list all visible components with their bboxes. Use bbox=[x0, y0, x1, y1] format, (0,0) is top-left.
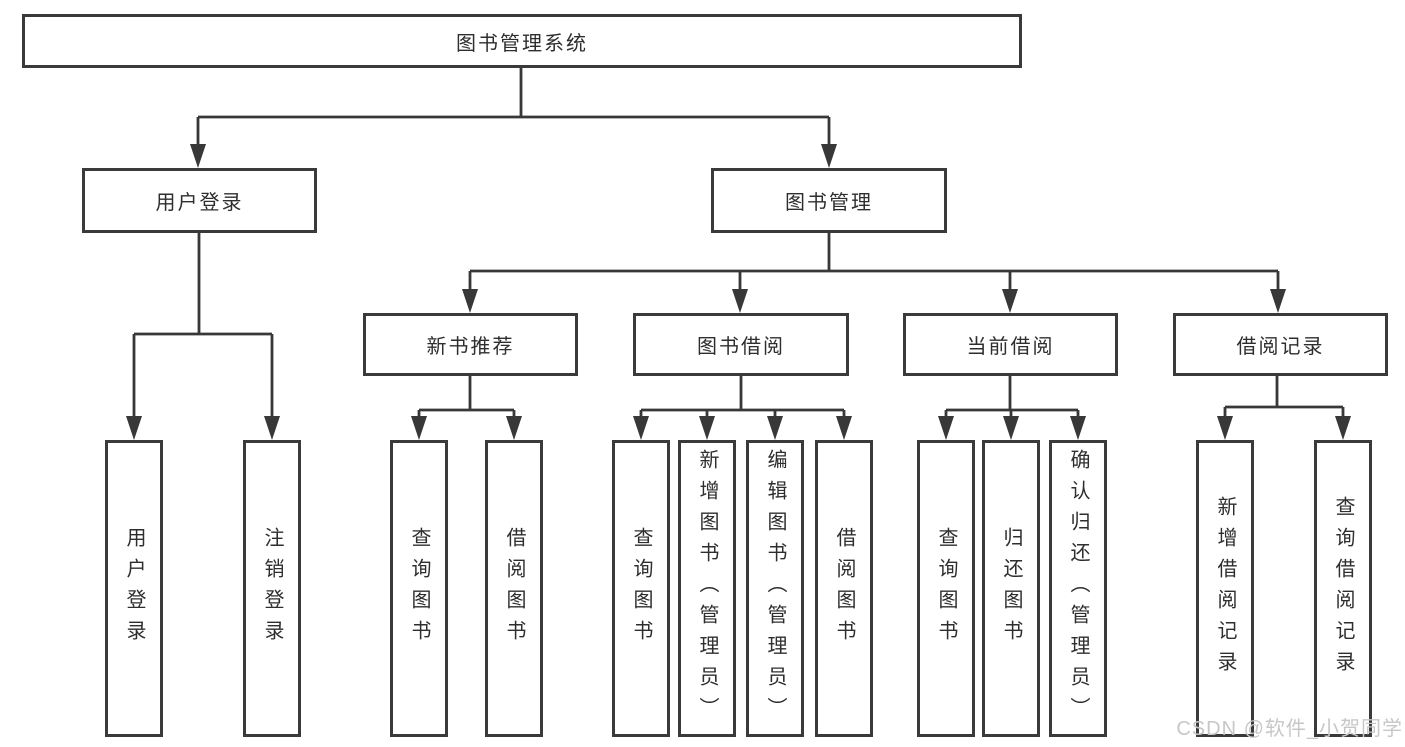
node-label: 图书管理 bbox=[785, 192, 873, 214]
node-current-borrow: 当前借阅 bbox=[903, 313, 1118, 376]
leaf-add-borrow-record: 新增借阅记录 bbox=[1196, 440, 1254, 737]
leaf-query-books-borrow: 查询图书 bbox=[612, 440, 670, 737]
leaf-label: 编辑图书（管理员） bbox=[764, 449, 786, 728]
node-root: 图书管理系统 bbox=[22, 14, 1022, 68]
arrowhead-icons bbox=[126, 144, 1351, 440]
node-user-login: 用户登录 bbox=[82, 168, 317, 233]
node-borrow-records: 借阅记录 bbox=[1173, 313, 1388, 376]
node-label: 图书借阅 bbox=[697, 336, 785, 358]
leaf-label: 归还图书 bbox=[1000, 526, 1022, 651]
node-label: 图书管理系统 bbox=[456, 32, 588, 55]
leaf-query-books-current: 查询图书 bbox=[917, 440, 975, 737]
node-book-management: 图书管理 bbox=[711, 168, 947, 233]
leaf-label: 确认归还（管理员） bbox=[1067, 449, 1089, 728]
leaf-label: 查询借阅记录 bbox=[1332, 495, 1354, 682]
leaf-label: 注销登录 bbox=[261, 526, 283, 651]
leaf-label: 查询图书 bbox=[630, 526, 652, 651]
leaf-logout: 注销登录 bbox=[243, 440, 301, 737]
leaf-query-borrow-record: 查询借阅记录 bbox=[1314, 440, 1372, 737]
leaf-borrow-books-recommend: 借阅图书 bbox=[485, 440, 543, 737]
leaf-borrow-books: 借阅图书 bbox=[815, 440, 873, 737]
csdn-watermark: CSDN @软件_小贺同学 bbox=[1176, 718, 1403, 740]
leaf-label: 新增图书（管理员） bbox=[696, 449, 718, 728]
node-book-borrow: 图书借阅 bbox=[633, 313, 849, 376]
connector-path bbox=[132, 68, 1345, 419]
leaf-edit-book-admin: 编辑图书（管理员） bbox=[746, 440, 804, 737]
leaf-confirm-return-admin: 确认归还（管理员） bbox=[1049, 440, 1107, 737]
node-label: 新书推荐 bbox=[426, 336, 515, 358]
leaf-query-books-recommend: 查询图书 bbox=[390, 440, 448, 737]
node-label: 借阅记录 bbox=[1236, 336, 1325, 358]
node-new-book-recommend: 新书推荐 bbox=[363, 313, 578, 376]
leaf-label: 查询图书 bbox=[408, 526, 430, 651]
leaf-add-book-admin: 新增图书（管理员） bbox=[678, 440, 736, 737]
node-label: 用户登录 bbox=[155, 192, 244, 214]
node-label: 当前借阅 bbox=[966, 336, 1055, 358]
leaf-label: 借阅图书 bbox=[833, 526, 855, 651]
leaf-label: 查询图书 bbox=[935, 526, 957, 651]
leaf-label: 新增借阅记录 bbox=[1214, 495, 1236, 682]
leaf-label: 用户登录 bbox=[123, 526, 145, 651]
leaf-return-book: 归还图书 bbox=[982, 440, 1040, 737]
leaf-label: 借阅图书 bbox=[503, 526, 525, 651]
leaf-user-login: 用户登录 bbox=[105, 440, 163, 737]
